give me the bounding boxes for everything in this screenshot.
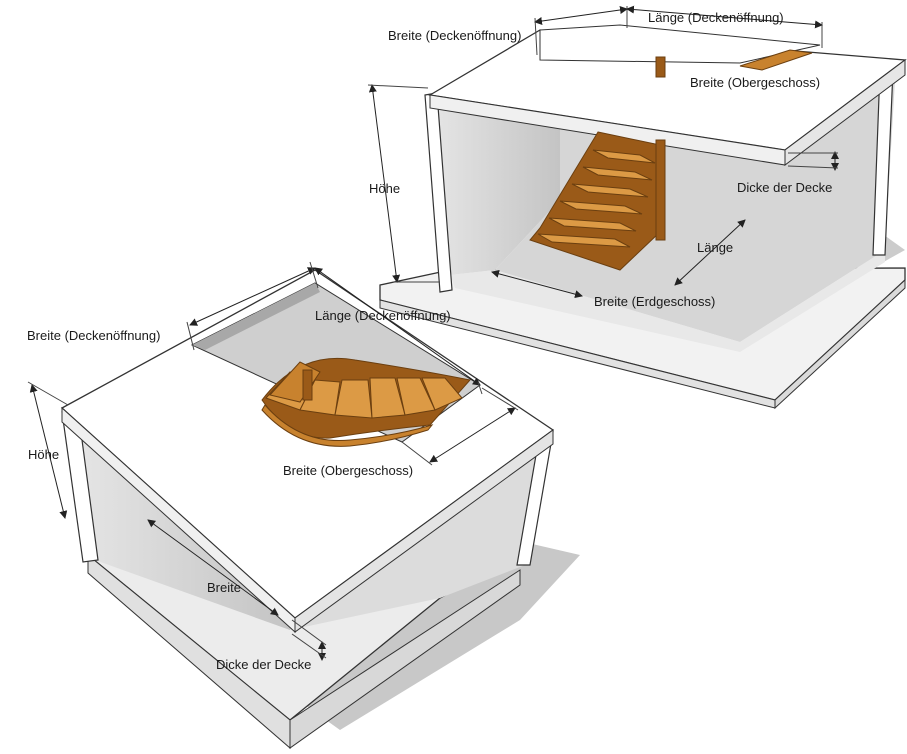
top-interior-floor: [450, 250, 885, 352]
top-back-wall-left: [430, 95, 560, 275]
bottom-label-breite-deckenoeffnung: Breite (Deckenöffnung): [27, 328, 160, 343]
bottom-label-breite-obergeschoss: Breite (Obergeschoss): [283, 463, 413, 478]
top-stair-diagram: Breite (Deckenöffnung) Länge (Deckenöffn…: [367, 5, 907, 410]
top-landing-board: [739, 49, 813, 71]
bottom-dim-width-line: [147, 519, 279, 616]
bottom-dim-width-opening-line: [189, 267, 316, 326]
bottom-floor-slab-side: [289, 569, 521, 749]
bottom-label-breite: Breite: [207, 580, 241, 595]
top-dim-length-line: [674, 219, 746, 286]
top-dim-height-line: [368, 84, 401, 283]
top-ceiling-slab-side: [784, 59, 906, 166]
top-label-dicke-der-decke: Dicke der Decke: [737, 180, 832, 195]
top-dim-width-opening-line: [534, 6, 628, 25]
top-stair-treads: [537, 149, 656, 248]
top-floor-slab-side: [774, 278, 906, 410]
top-dim-width-ground-line: [491, 269, 583, 299]
bottom-dim-length-opening-line: [314, 267, 481, 386]
top-label-breite-erdgeschoss: Breite (Erdgeschoss): [594, 294, 715, 309]
top-newel-post: [655, 139, 666, 241]
bottom-label-laenge-deckenoeffnung: Länge (Deckenöffnung): [315, 308, 451, 323]
top-label-laenge: Länge: [697, 240, 733, 255]
bottom-label-hoehe: Höhe: [28, 447, 59, 462]
bottom-dim-width-upper-line: [429, 407, 516, 463]
bottom-stair-diagram: Breite (Deckenöffnung) Länge (Deckenöffn…: [27, 261, 580, 750]
top-dim-length-opening-line: [626, 5, 823, 29]
top-label-breite-obergeschoss: Breite (Obergeschoss): [690, 75, 820, 90]
top-newel-post-top: [655, 56, 666, 78]
top-label-laenge-deckenoeffnung: Länge (Deckenöffnung): [648, 10, 784, 25]
top-label-breite-deckenoeffnung: Breite (Deckenöffnung): [388, 28, 521, 43]
bottom-label-dicke-der-decke: Dicke der Decke: [216, 657, 311, 672]
bottom-ceiling-slab-side: [294, 429, 554, 633]
bottom-dim-height-line: [29, 384, 68, 519]
top-label-hoehe: Höhe: [369, 181, 400, 196]
